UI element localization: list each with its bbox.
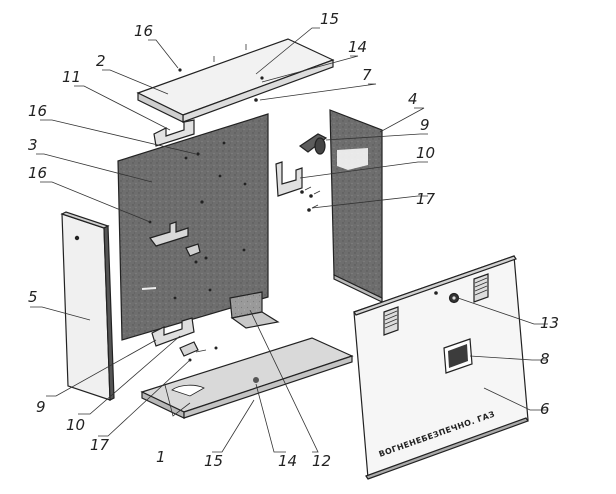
back-panel-bracket (149, 221, 189, 247)
callout-11: 11 (62, 68, 81, 86)
lower-clip (179, 341, 218, 362)
callout-17-lower: 17 (90, 436, 110, 454)
left-side-panel (60, 211, 115, 401)
callout-9-upper: 9 (420, 116, 430, 134)
callout-10-upper: 10 (416, 144, 435, 162)
upper-z-bracket (275, 161, 303, 197)
callout-5: 5 (28, 288, 38, 306)
callout-10-lower: 10 (66, 416, 85, 434)
door-vent-right (473, 273, 489, 303)
callout-13: 13 (540, 314, 559, 332)
callout-12: 12 (312, 452, 331, 470)
leader-lines (30, 27, 548, 453)
door-vent-left (383, 306, 399, 336)
callout-4: 4 (408, 90, 418, 108)
mounting-plate (229, 291, 280, 329)
inspection-window (443, 338, 473, 374)
callout-14-upper: 14 (348, 38, 367, 56)
callout-16-top: 16 (134, 22, 153, 40)
right-side-panel (329, 109, 383, 303)
callout-9-lower: 9 (36, 398, 46, 416)
callout-15-lower: 15 (204, 452, 223, 470)
top-panel (136, 38, 335, 123)
callouts: 1 2 3 4 5 6 7 8 9 9 10 10 11 12 13 14 14… (28, 10, 559, 470)
back-panel-clip (185, 243, 208, 264)
callout-17-upper: 17 (416, 190, 436, 208)
callout-16-middle: 16 (28, 102, 47, 120)
callout-2: 2 (96, 52, 106, 70)
bottom-panel (140, 337, 354, 419)
callout-16-lower: 16 (28, 164, 47, 182)
callout-15-upper: 15 (320, 10, 339, 28)
door-lock (434, 291, 460, 304)
callout-8: 8 (540, 350, 550, 368)
callout-6: 6 (540, 400, 550, 418)
callout-7: 7 (362, 66, 372, 84)
lower-bracket (151, 317, 195, 347)
upper-bracket (153, 119, 195, 147)
callout-1: 1 (156, 448, 166, 466)
callout-3: 3 (28, 136, 38, 154)
upper-hinge (298, 133, 328, 155)
back-panel (117, 113, 269, 341)
upper-screws (300, 186, 321, 212)
callout-14-lower: 14 (278, 452, 297, 470)
